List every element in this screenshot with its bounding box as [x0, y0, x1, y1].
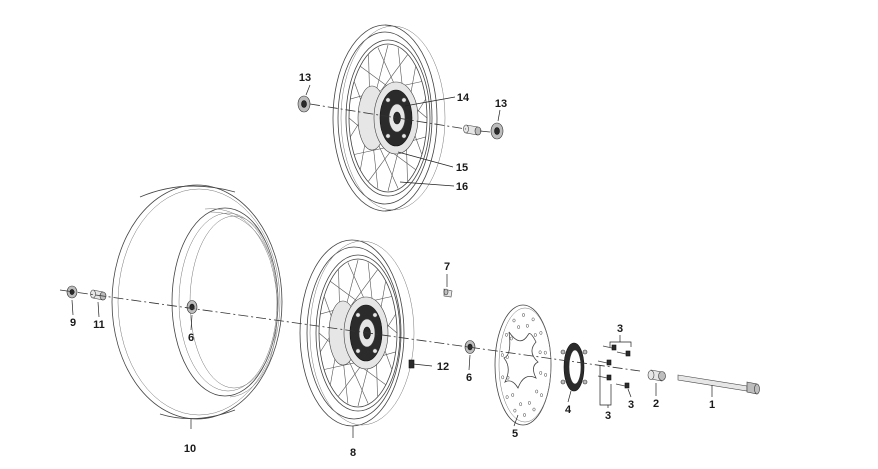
disc-vent-hole — [517, 325, 521, 329]
disc-vent-hole — [525, 323, 529, 328]
callout-2: 2 — [653, 398, 659, 410]
callout-13-right: 13 — [495, 98, 507, 110]
callout-1: 1 — [709, 399, 715, 411]
callout-12: 12 — [437, 361, 449, 373]
callout-14: 14 — [457, 92, 470, 104]
lower-wheel-assembly — [299, 239, 453, 427]
spoke — [377, 141, 399, 189]
front-axle — [677, 374, 760, 395]
disc-vent-hole — [519, 402, 523, 407]
disc-vent-hole — [539, 371, 543, 375]
callout-11: 11 — [93, 319, 105, 331]
disc-vent-hole — [531, 317, 535, 322]
callout-3-right: 3 — [628, 399, 634, 411]
disc-vent-hole — [505, 332, 508, 337]
leader-lines — [71, 84, 713, 438]
spoke — [360, 66, 391, 89]
spoke — [347, 356, 369, 404]
right-hub-bearing — [464, 340, 476, 354]
valve-stem — [443, 288, 453, 298]
disc-bolt — [597, 359, 612, 366]
callout-8: 8 — [350, 447, 356, 459]
disc-bolts — [597, 344, 631, 389]
disc-carrier-ring — [560, 342, 588, 392]
upper-right-bearing — [490, 122, 504, 140]
upper-left-bearing — [297, 95, 311, 113]
disc-vent-hole — [500, 353, 504, 357]
disc-vent-hole — [511, 393, 515, 397]
upper-wheel-assembly — [297, 24, 504, 212]
spoke — [354, 147, 386, 155]
callout-10: 10 — [184, 443, 196, 455]
callout-6-right: 6 — [466, 372, 472, 384]
disc-vent-hole — [533, 333, 537, 337]
spoke — [324, 362, 356, 370]
callout-3-top: 3 — [617, 323, 623, 335]
disc-vent-hole — [513, 408, 517, 413]
disc-bolt — [615, 382, 630, 389]
spoke — [330, 281, 361, 304]
disc-vent-hole — [538, 350, 542, 355]
disc-vent-hole — [532, 407, 536, 412]
disc-vent-hole — [540, 393, 543, 398]
tire — [111, 184, 283, 420]
callout-7: 7 — [444, 261, 450, 273]
callout-9: 9 — [70, 317, 76, 329]
callout-labels: 13 14 13 15 16 7 3 9 11 6 12 6 4 2 3 1 3… — [70, 72, 715, 459]
disc-vent-hole — [539, 331, 543, 335]
disc-vent-hole — [543, 350, 547, 355]
disc-vent-hole — [527, 401, 531, 405]
disc-vent-hole — [501, 375, 505, 380]
spoke — [351, 269, 378, 306]
spoke — [381, 54, 408, 91]
callout-4: 4 — [565, 404, 572, 416]
disc-vent-hole — [509, 336, 513, 341]
upper-spacer-sleeve — [463, 124, 482, 136]
disc-vent-hole — [522, 313, 525, 317]
upper-axle-centerline — [309, 103, 491, 133]
upper-wheel-hub — [373, 81, 419, 155]
left-hub-bearing — [186, 300, 198, 314]
brake-disc — [494, 304, 552, 426]
disc-bolt — [616, 350, 631, 357]
axle-nut — [66, 285, 78, 299]
disc-vent-hole — [523, 413, 526, 417]
disc-bolt — [597, 374, 612, 381]
disc-bolt — [602, 344, 617, 351]
disc-vent-hole — [505, 395, 509, 399]
right-spacer — [647, 369, 666, 382]
callout-3-bottom: 3 — [605, 410, 611, 422]
disc-vent-hole — [512, 318, 516, 323]
disc-vent-hole — [544, 373, 548, 377]
callout-16: 16 — [456, 181, 468, 193]
main-axle-centerline — [59, 289, 641, 372]
callout-5: 5 — [512, 428, 518, 440]
callout-6-left: 6 — [188, 332, 194, 344]
callout-13-left: 13 — [299, 72, 311, 84]
callout-15: 15 — [456, 162, 468, 174]
disc-vent-hole — [535, 389, 539, 394]
